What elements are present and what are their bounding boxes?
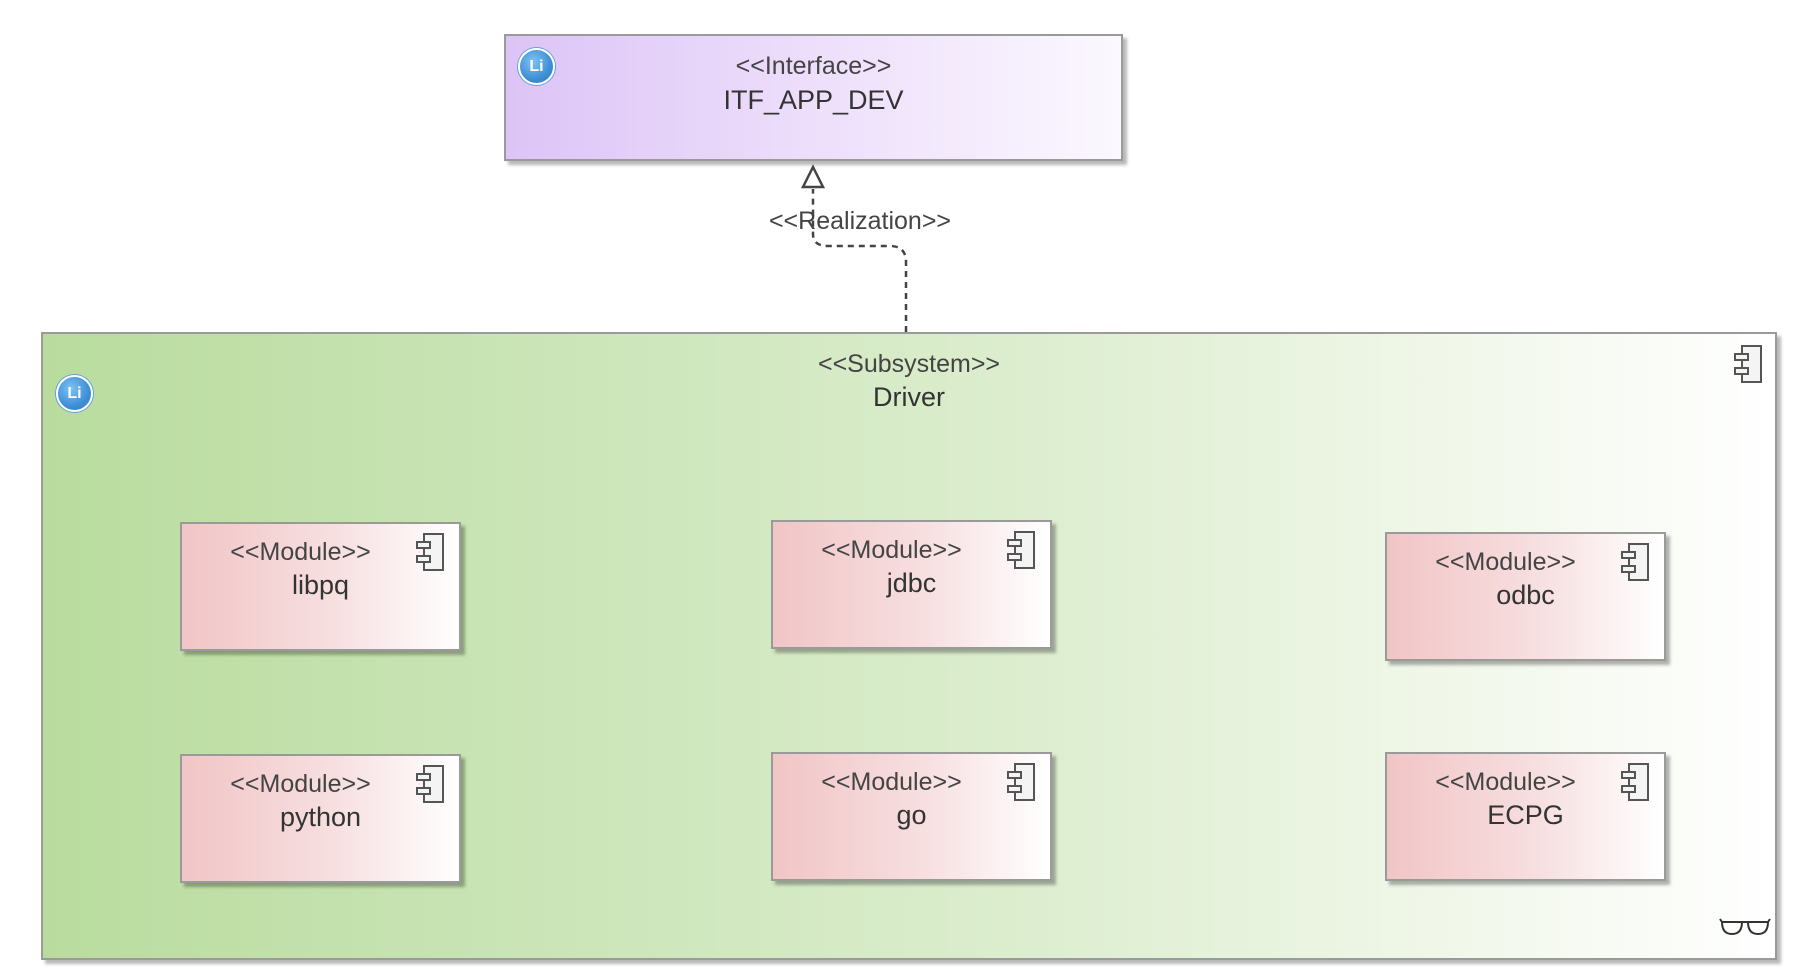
module-name: go: [896, 800, 927, 830]
module-name: odbc: [1496, 580, 1555, 610]
module-box-ecpg[interactable]: <<Module>> ECPG: [1385, 752, 1666, 881]
module-stereotype: <<Module>>: [821, 536, 962, 564]
module-name: jdbc: [886, 568, 937, 598]
component-icon: [1007, 531, 1035, 569]
li-badge-icon: Li: [56, 375, 93, 412]
module-name: python: [279, 802, 362, 832]
module-name: libpq: [291, 570, 350, 600]
glasses-icon: [1719, 918, 1771, 936]
module-stereotype: <<Module>>: [230, 538, 371, 566]
subsystem-stereotype: <<Subsystem>>: [817, 350, 1001, 378]
module-box-odbc[interactable]: <<Module>> odbc: [1385, 532, 1666, 661]
interface-stereotype: <<Interface>>: [735, 52, 892, 80]
module-box-go[interactable]: <<Module>> go: [771, 752, 1052, 881]
module-stereotype: <<Module>>: [230, 770, 371, 798]
component-icon: [1621, 763, 1649, 801]
component-icon: [416, 533, 444, 571]
interface-box[interactable]: Li <<Interface>> ITF_APP_DEV: [504, 34, 1123, 161]
module-box-python[interactable]: <<Module>> python: [180, 754, 461, 883]
module-box-libpq[interactable]: <<Module>> libpq: [180, 522, 461, 651]
li-badge-icon: Li: [518, 48, 555, 85]
module-name: ECPG: [1487, 800, 1564, 830]
component-icon: [1734, 345, 1762, 383]
subsystem-name: Driver: [873, 382, 945, 412]
module-stereotype: <<Module>>: [1435, 548, 1576, 576]
module-box-jdbc[interactable]: <<Module>> jdbc: [771, 520, 1052, 649]
component-icon: [1621, 543, 1649, 581]
interface-name: ITF_APP_DEV: [723, 85, 904, 115]
module-stereotype: <<Module>>: [821, 768, 962, 796]
component-icon: [416, 765, 444, 803]
realization-arrowhead: [800, 164, 826, 189]
realization-label: <<Realization>>: [768, 207, 952, 235]
component-icon: [1007, 763, 1035, 801]
module-stereotype: <<Module>>: [1435, 768, 1576, 796]
